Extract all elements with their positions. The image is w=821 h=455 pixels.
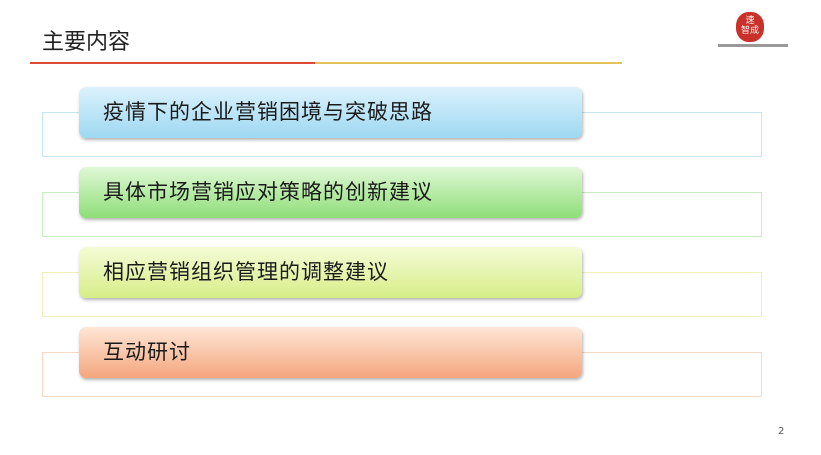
- agenda-item: 互动研讨: [79, 327, 582, 378]
- agenda-item: 相应营销组织管理的调整建议: [79, 247, 582, 298]
- agenda-item: 具体市场营销应对策略的创新建议: [79, 167, 582, 218]
- company-logo: 速智成: [718, 10, 788, 50]
- logo-seal: 速智成: [736, 12, 764, 42]
- title-underline-red: [30, 62, 315, 64]
- logo-caption: [718, 44, 788, 47]
- page-number: 2: [778, 426, 785, 437]
- title-underline-gold: [315, 62, 622, 64]
- agenda-item: 疫情下的企业营销困境与突破思路: [79, 87, 582, 138]
- slide-title: 主要内容: [42, 30, 131, 55]
